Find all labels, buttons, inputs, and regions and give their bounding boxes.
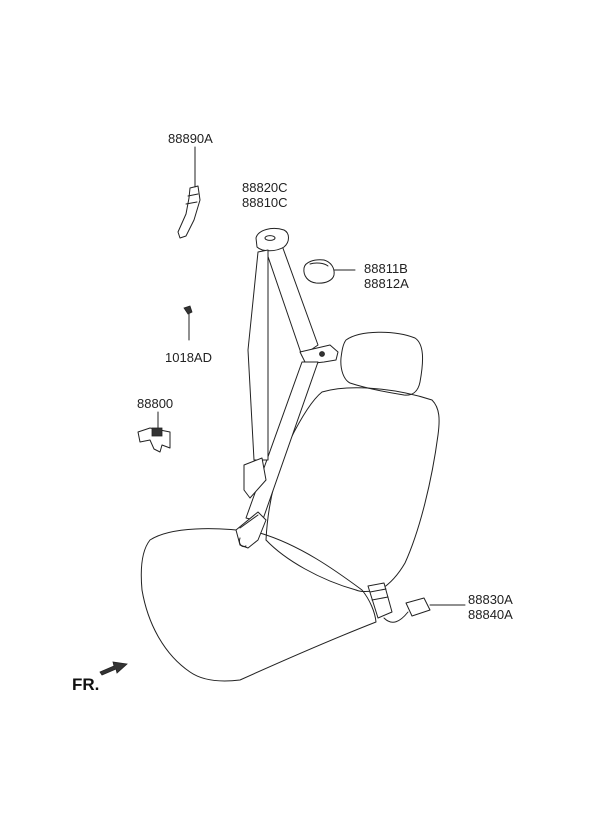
label-88820C: 88820C: [242, 180, 288, 195]
part-88830A-buckle: [367, 582, 393, 619]
seat-back-side: [265, 539, 357, 591]
label-88830A: 88830A: [468, 592, 513, 607]
label-88811B: 88811B: [364, 261, 408, 276]
adjuster-detail: [185, 193, 199, 205]
belt-lower-anchor: [235, 511, 267, 549]
part-1018AD-bolt: [183, 305, 193, 315]
part-88890A-adjuster: [177, 185, 201, 239]
direction-label: FR.: [72, 675, 99, 694]
cover-edge: [309, 262, 329, 267]
anchor-bolt: [239, 537, 247, 547]
guide-hole: [319, 351, 325, 357]
label-1018AD: 1018AD: [165, 350, 212, 365]
buckle-wire: [383, 611, 409, 623]
seat-cushion: [140, 528, 377, 682]
label-88810C: 88810C: [242, 195, 288, 210]
front-arrow-icon: [99, 661, 128, 676]
buckle-connector: [405, 597, 431, 617]
belt-retractor: [243, 457, 267, 499]
anchor-bolt-hole: [264, 235, 276, 241]
label-88840A: 88840A: [468, 607, 513, 622]
belt-vertical-webbing: [247, 249, 269, 461]
label-88890A: 88890A: [168, 131, 213, 146]
belt-shoulder-webbing: [262, 239, 319, 357]
buckle-slot: [369, 588, 389, 601]
anchor-plate-edge: [239, 514, 259, 529]
label-88800: 88800: [137, 396, 173, 411]
bracket-clip: [151, 427, 163, 437]
label-88812A: 88812A: [364, 276, 409, 291]
headrest: [340, 331, 424, 396]
